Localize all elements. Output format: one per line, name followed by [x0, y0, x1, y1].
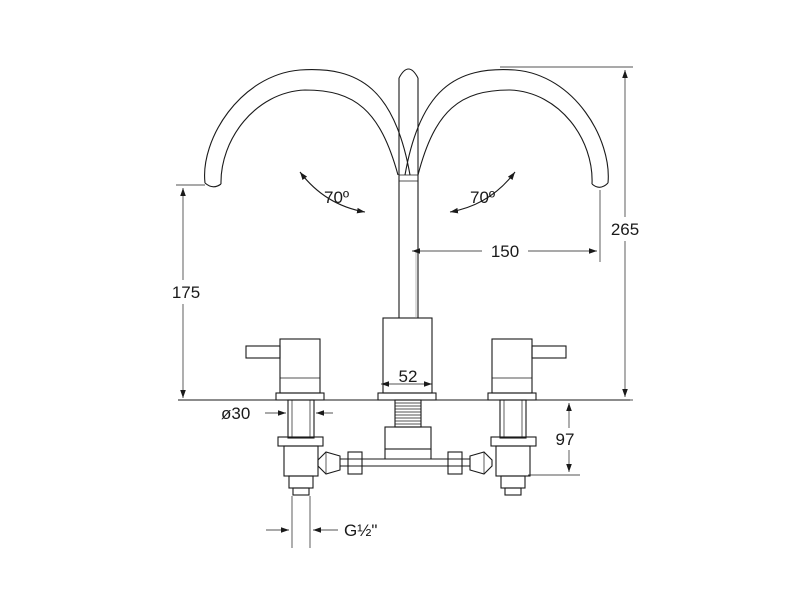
- dimension-150: [412, 190, 601, 264]
- dimension-150-label: 150: [491, 242, 519, 261]
- dimension-g-half: [266, 496, 338, 548]
- dimension-175: [166, 184, 206, 398]
- spout-arc-left: [204, 69, 411, 188]
- left-handle: [245, 338, 325, 401]
- spout-shank-thread: [384, 399, 432, 450]
- dimension-52-label: 52: [399, 367, 418, 386]
- dimension-97: [528, 403, 588, 476]
- spout-arc-right: [404, 69, 609, 188]
- right-handle: [487, 338, 567, 401]
- right-valve-body: [490, 399, 537, 496]
- rotation-left-label: 70º: [324, 188, 349, 207]
- rotation-arrow-left: [299, 171, 366, 214]
- dimension-265: [500, 66, 646, 401]
- dimension-o30-label: ø30: [221, 404, 250, 423]
- dimension-175-label: 175: [172, 283, 200, 302]
- dimension-97-label: 97: [556, 430, 575, 449]
- rotation-arrow-right: [449, 171, 516, 214]
- left-valve-body: [277, 399, 324, 496]
- connecting-pipes: [317, 449, 493, 475]
- dimension-265-label: 265: [611, 220, 639, 239]
- rotation-right-label: 70º: [470, 188, 495, 207]
- spout-column: [377, 68, 437, 401]
- dimension-g-half-label: G½": [344, 521, 377, 540]
